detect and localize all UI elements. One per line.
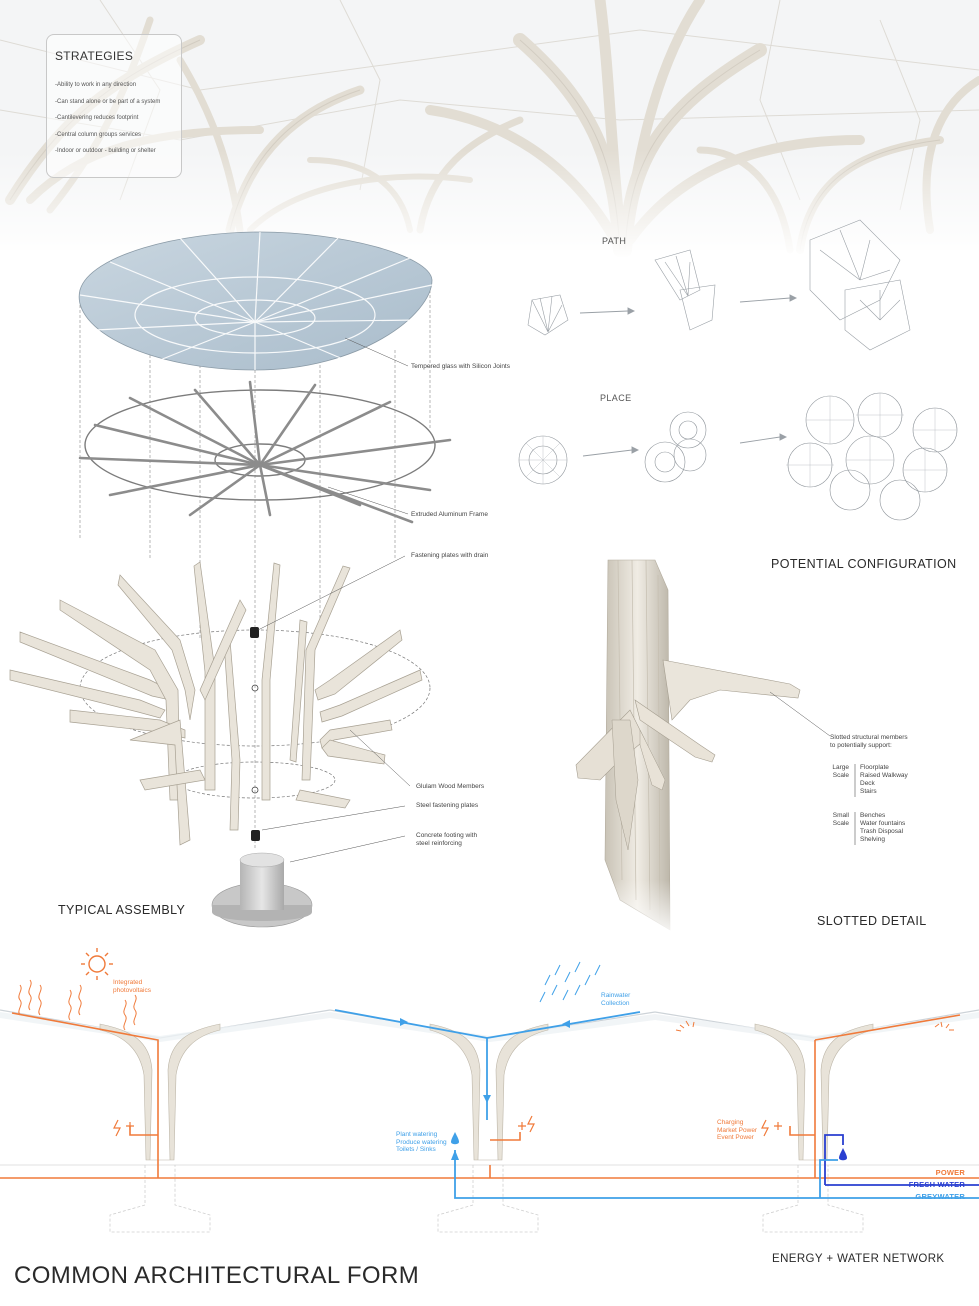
slotted-detail-title: SLOTTED DETAIL [817,914,927,928]
list-item: -Central column groups services [55,131,142,138]
slotted-note-2: to potentially support: [830,742,892,749]
label-plates-drain: Fastening plates with drain [411,552,489,559]
board-title: COMMON ARCHITECTURAL FORM [14,1262,420,1289]
slotted-note-1: Slotted structural members [830,734,908,741]
slotted-detail-drawing [575,559,856,940]
label-glass: Tempered glass with Silicon Joints [411,363,510,370]
list-item: -Cantilevering reduces footprint [55,115,139,121]
label-footing-1: Concrete footing with [416,832,478,839]
label-frame: Extruded Aluminum Frame [411,511,488,518]
canopy-interior-render [0,0,979,260]
place-label: PLACE [600,393,632,403]
path-label: PATH [602,236,627,246]
label-footing-2: steel reinforcing [416,840,462,847]
label-glulam: Glulam Wood Members [416,783,485,790]
list-item: -Indoor or outdoor - building or shelter [55,148,156,154]
list-item: -Ability to work in any direction [55,82,137,88]
label-steel-plates: Steel fastening plates [416,802,479,809]
strategies-title: STRATEGIES [55,49,134,63]
energy-water-section [0,948,979,1233]
configuration-title: POTENTIAL CONFIGURATION [771,557,957,571]
list-item: -Can stand alone or be part of a system [55,98,161,105]
typical-assembly-drawing [9,231,452,928]
network-title: ENERGY + WATER NETWORK [772,1253,945,1265]
configuration-diagrams [518,219,958,521]
legend-fresh-water: FRESH WATER [908,1180,965,1189]
legend-greywater: GREYWATER [915,1192,965,1201]
legend-power: POWER [935,1168,965,1177]
strategies-list: -Ability to work in any direction -Can s… [55,81,160,164]
strategies-panel: STRATEGIES -Ability to work in any direc… [46,34,182,178]
typical-assembly-title: TYPICAL ASSEMBLY [58,903,186,917]
